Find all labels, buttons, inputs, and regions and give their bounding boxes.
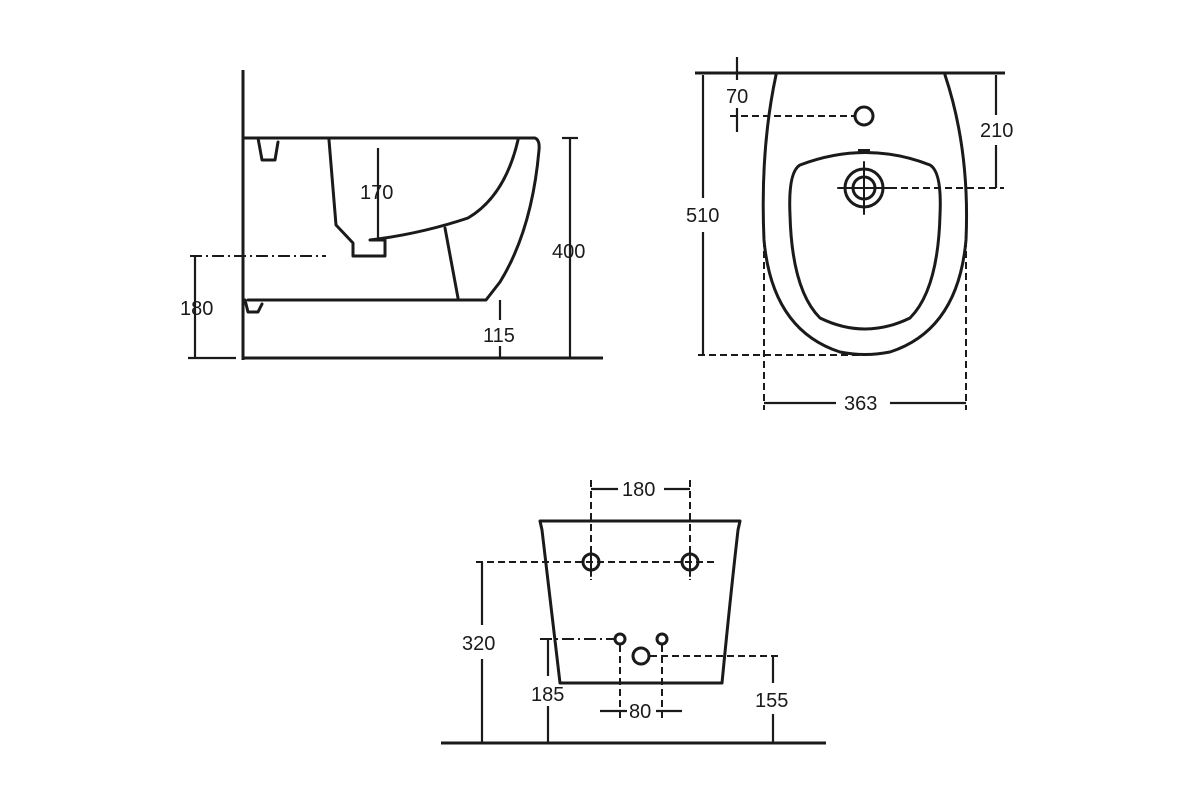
dim-label-400: 400: [552, 241, 585, 263]
dim-label-363: 363: [844, 393, 877, 415]
pedestal-line: [443, 226, 460, 300]
supply-hole-left-icon: [613, 632, 627, 646]
dim-label-510: 510: [686, 205, 719, 227]
tap-hole-icon: [853, 105, 875, 127]
rear-view: 180 320 185 155 80: [441, 479, 826, 745]
dim-label-70: 70: [726, 86, 748, 108]
bidet-side-outline: [241, 136, 541, 302]
rear-drain-icon: [631, 646, 651, 666]
dim-label-320: 320: [462, 633, 495, 655]
dim-label-155: 155: [755, 690, 788, 712]
wall-bracket: [256, 136, 280, 162]
supply-hole-right-icon: [655, 632, 669, 646]
bidet-top-outline: [761, 73, 969, 356]
dim-label-115: 115: [483, 325, 515, 347]
inner-bowl: [327, 138, 520, 258]
top-inner-bowl: [788, 151, 942, 331]
side-view: 170 400 180 115: [180, 70, 603, 360]
top-view: 70 210 510 363: [686, 57, 1013, 415]
base-bracket: [243, 298, 264, 314]
dim-label-170: 170: [360, 182, 393, 204]
overflow-slot: [858, 149, 870, 154]
dim-label-210: 210: [980, 120, 1013, 142]
dim-label-185: 185: [531, 684, 564, 706]
dim-label-180: 180: [180, 298, 213, 320]
dim-label-80: 80: [629, 701, 651, 723]
bidet-rear-outline: [538, 519, 742, 685]
dim-label-bolt-spacing: 180: [622, 479, 655, 501]
